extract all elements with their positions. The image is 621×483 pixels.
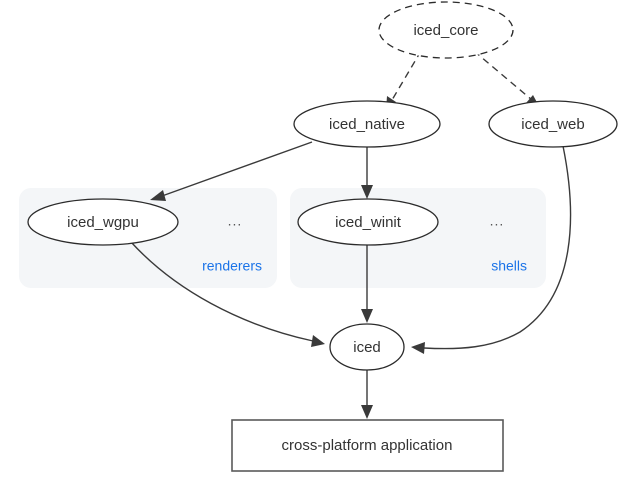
node-iced-winit-shape[interactable] <box>297 198 439 246</box>
edge-line <box>161 141 313 197</box>
edge-iced-native-to-iced-winit <box>361 147 373 199</box>
node-iced-wgpu-label: iced_wgpu <box>67 214 139 231</box>
node-iced-native-label: iced_native <box>329 116 405 133</box>
edge-iced-native-to-iced-wgpu <box>150 141 313 201</box>
arrow-head <box>361 185 373 199</box>
edge-iced-to-application <box>361 370 373 419</box>
node-iced-core[interactable]: iced_core <box>378 1 514 59</box>
node-iced-winit-label: iced_winit <box>335 214 402 231</box>
arrow-head <box>311 335 325 347</box>
edge-iced-wgpu-to-iced <box>130 241 325 347</box>
arrow-head <box>150 190 166 201</box>
edge-line <box>473 50 533 101</box>
cluster-renderers-label: renderers <box>202 258 262 274</box>
arrow-head <box>411 342 425 354</box>
arrow-head <box>361 309 373 323</box>
node-iced-native-shape[interactable] <box>293 100 441 148</box>
edge-iced-core-to-iced-native <box>386 50 422 110</box>
cluster-renderers-ellipsis: ... <box>228 213 243 229</box>
node-iced-native[interactable]: iced_native <box>293 100 441 148</box>
edge-line <box>423 145 572 350</box>
node-iced-wgpu-shape[interactable] <box>27 198 179 246</box>
node-iced-web-label: iced_web <box>521 116 584 133</box>
node-application-shape[interactable] <box>231 419 504 472</box>
node-iced-web-shape[interactable] <box>488 100 618 148</box>
cluster-shells-label: shells <box>491 258 527 274</box>
cluster-shells-ellipsis: ... <box>490 213 505 229</box>
node-iced-wgpu[interactable]: iced_wgpu <box>27 198 179 246</box>
node-iced-label: iced <box>353 339 381 356</box>
edge-line <box>391 50 422 101</box>
node-iced-shape[interactable] <box>329 323 405 371</box>
edge-iced-winit-to-iced <box>361 245 373 323</box>
node-iced-core-shape[interactable] <box>378 1 514 59</box>
arrow-head <box>361 405 373 419</box>
node-application-label: cross-platform application <box>282 437 453 454</box>
edge-iced-core-to-iced-web <box>473 50 540 108</box>
node-iced-core-label: iced_core <box>413 22 478 39</box>
node-iced-winit[interactable]: iced_winit <box>297 198 439 246</box>
node-iced-web[interactable]: iced_web <box>488 100 618 148</box>
edge-line <box>130 241 314 342</box>
node-iced[interactable]: iced <box>329 323 405 371</box>
node-application[interactable]: cross-platform application <box>231 419 504 472</box>
edge-iced-web-to-iced <box>411 145 572 354</box>
